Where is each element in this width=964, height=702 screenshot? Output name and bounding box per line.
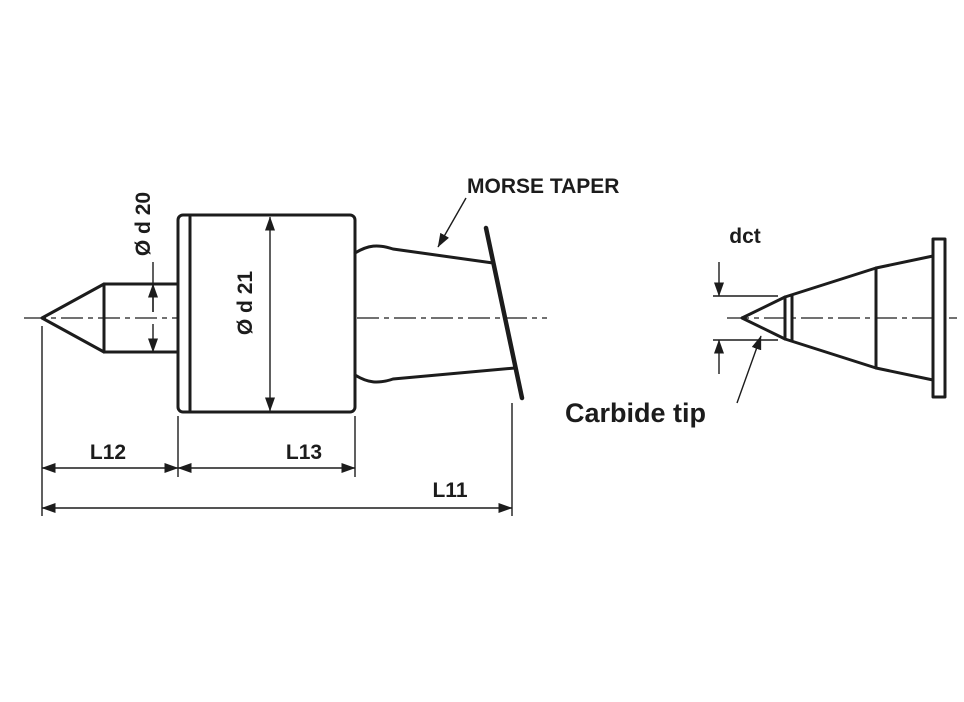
small-cylinder-d20	[102, 282, 180, 354]
main-view	[24, 213, 547, 414]
body-cylinder-d21	[176, 213, 357, 414]
label-dia-d20: Ø d 20	[132, 192, 155, 256]
taper-end-plate	[483, 225, 525, 401]
tip-detail-view	[727, 237, 957, 399]
label-l12: L12	[90, 441, 126, 464]
label-morse-taper: MORSE TAPER	[467, 175, 619, 198]
label-dct: dct	[729, 225, 761, 248]
morse-taper-leader	[437, 197, 467, 248]
center-point-cone	[40, 282, 106, 354]
steel-cone	[783, 266, 878, 370]
label-l11: L11	[432, 479, 467, 502]
carbide-tip-cone	[740, 295, 787, 341]
label-l13: L13	[286, 441, 322, 464]
label-carbide-tip: Carbide tip	[565, 398, 706, 428]
label-dia-d21: Ø d 21	[234, 271, 257, 336]
morse-taper-top-edge	[353, 244, 495, 265]
labels: MORSE TAPER dct Carbide tip Ø d 20 Ø d 2…	[90, 175, 761, 502]
carbide-tip-leader	[736, 335, 762, 404]
flare-section	[874, 254, 935, 382]
morse-taper-bottom-edge	[353, 366, 517, 384]
flange-edge	[931, 237, 947, 399]
dimensions	[41, 197, 778, 516]
